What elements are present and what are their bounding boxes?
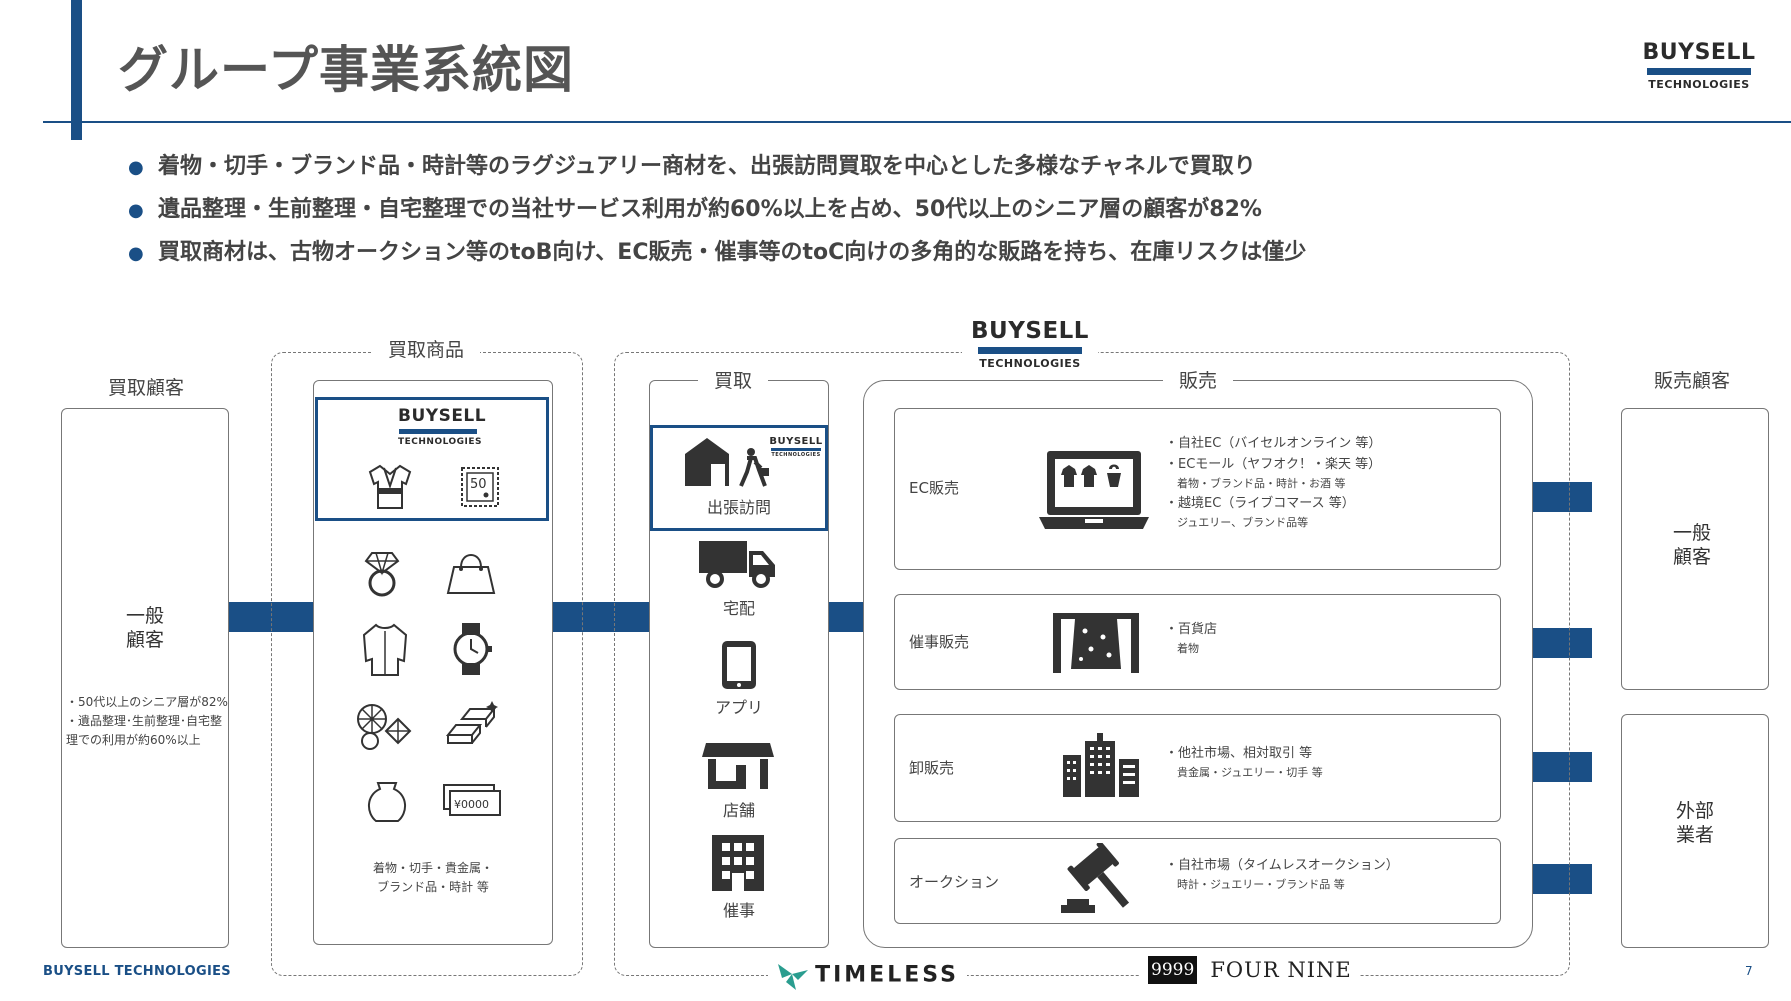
- fur-coat-icon: [360, 621, 410, 677]
- sales-row-auction: オークション ・自社市場（タイムレスオークション） 時計・ジュエリー・ブランド品…: [894, 838, 1501, 924]
- channel-store: 店舗: [722, 801, 755, 820]
- connector-products-purchase: [552, 602, 650, 632]
- handbag-icon: [444, 547, 498, 597]
- purchase-customer-notes: ・50代以上のシニア層が82% ・遺品整理･生前整理･自宅整 理での利用が約60…: [66, 695, 228, 747]
- header-rule: [43, 121, 1791, 123]
- sales-row-ec: EC販売 ・自社EC（バイセルオンライン 等） ・ECモール（ヤフオク！・楽天 …: [894, 408, 1501, 570]
- sales-row-wholesale: 卸販売 ・他社市場、相対取引 等 貴金属・ジュエリー・切手 等: [894, 714, 1501, 822]
- brand-line1: BUYSELL: [1642, 40, 1756, 65]
- gem-icon: [354, 701, 414, 751]
- sales-customer-general: 一般 顧客: [1672, 522, 1711, 568]
- sales-row-event: 催事販売 ・百貨店 着物: [894, 594, 1501, 690]
- gavel-icon: [1059, 843, 1143, 915]
- channel-delivery: 宅配: [722, 599, 755, 618]
- purchase-customers-label: 買取顧客: [92, 373, 201, 400]
- banknote-icon: ¥0000: [442, 783, 504, 819]
- sales-customers-general-box: 一般 顧客: [1621, 408, 1769, 690]
- truck-icon: [697, 537, 779, 589]
- sales-customers-external-box: 外部 業者: [1621, 714, 1769, 948]
- laptop-icon: [1039, 449, 1149, 531]
- store-icon: [700, 741, 776, 791]
- products-caption: 着物・切手・貴金属・ ブランド品・時計 等: [372, 861, 493, 894]
- purchase-box: BUYSELL TECHNOLOGIES 出張訪問 宅配 アプリ 店舗 催事: [649, 380, 829, 948]
- purchase-products-label: 買取商品: [372, 335, 481, 362]
- stamp-icon: 50: [458, 464, 502, 510]
- stage-icon: [1051, 609, 1141, 675]
- purchase-products-box: BUYSELL TECHNOLOGIES 50 ¥0000 着物・切手・貴金属・…: [313, 380, 553, 945]
- page-title: グループ事業系統図: [118, 41, 574, 99]
- fournine-logo: 9999 FOUR NINE: [1140, 956, 1360, 990]
- channel-app: アプリ: [714, 698, 763, 717]
- sales-row-name: オークション: [909, 873, 1000, 891]
- visit-brand-logo: BUYSELL TECHNOLOGIES: [769, 436, 823, 458]
- bullet-item: ●着物・切手・ブランド品・時計等のラグジュアリー商材を、出張訪問買取を中心とした…: [128, 154, 1256, 179]
- channel-event: 催事: [722, 901, 755, 920]
- sales-row-items: ・自社EC（バイセルオンライン 等） ・ECモール（ヤフオク！・楽天 等） 着物…: [1165, 436, 1382, 529]
- brand-logo: BUYSELL TECHNOLOGIES: [1640, 40, 1758, 91]
- sales-row-items: ・百貨店 着物: [1165, 622, 1218, 655]
- purchase-customers-box: 一般 顧客 ・50代以上のシニア層が82% ・遺品整理･生前整理･自宅整 理での…: [61, 408, 229, 948]
- bullet-item: ●遺品整理・生前整理・自宅整理での当社サービス利用が約60%以上を占め、50代以…: [128, 197, 1262, 222]
- buysell-frame-logo: BUYSELL TECHNOLOGIES: [962, 318, 1098, 370]
- visit-highlight: BUYSELL TECHNOLOGIES 出張訪問: [650, 425, 828, 531]
- brand-line2: TECHNOLOGIES: [1648, 78, 1750, 91]
- svg-text:¥0000: ¥0000: [454, 798, 489, 811]
- sales-customers-label: 販売顧客: [1638, 366, 1747, 393]
- fournine-mark: 9999: [1148, 956, 1198, 984]
- sales-row-name: EC販売: [909, 479, 959, 497]
- house-visit-icon: [681, 436, 781, 488]
- accent-bar: [71, 0, 82, 140]
- sales-row-name: 催事販売: [909, 633, 970, 651]
- connector-purchase-sales: [828, 602, 864, 632]
- office-buildings-icon: [1061, 733, 1141, 799]
- smartphone-icon: [720, 639, 758, 691]
- sales-row-items: ・他社市場、相対取引 等 貴金属・ジュエリー・切手 等: [1165, 746, 1323, 779]
- pottery-icon: [364, 779, 410, 823]
- ring-icon: [362, 549, 402, 597]
- page-number: 7: [1745, 964, 1753, 978]
- fournine-name: FOUR NINE: [1210, 958, 1352, 982]
- sales-label: 販売: [1163, 366, 1234, 393]
- timeless-name: TIMELESS: [815, 962, 959, 988]
- purchase-label: 買取: [698, 366, 769, 393]
- kimono-icon: [368, 464, 412, 510]
- channel-visit: 出張訪問: [706, 498, 771, 517]
- products-highlight: BUYSELL TECHNOLOGIES 50: [315, 397, 549, 521]
- svg-text:50: 50: [470, 477, 487, 492]
- products-brand-logo: BUYSELL TECHNOLOGIES: [398, 406, 487, 447]
- purchase-customer-name: 一般 顧客: [125, 605, 164, 651]
- building-icon: [710, 833, 766, 893]
- bullet-list: ●着物・切手・ブランド品・時計等のラグジュアリー商材を、出張訪問買取を中心とした…: [128, 145, 1306, 274]
- footer-brand: BUYSELL TECHNOLOGIES: [43, 964, 231, 979]
- timeless-mark-icon: [776, 958, 810, 992]
- timeless-logo: TIMELESS: [768, 958, 967, 992]
- gold-bar-icon: [442, 699, 502, 749]
- sales-row-name: 卸販売: [909, 759, 955, 777]
- bullet-item: ●買取商材は、古物オークション等のtoB向け、EC販売・催事等のtoC向けの多角…: [128, 240, 1307, 265]
- sales-row-items: ・自社市場（タイムレスオークション） 時計・ジュエリー・ブランド品 等: [1165, 858, 1399, 891]
- watch-icon: [446, 621, 496, 677]
- sales-customer-external: 外部 業者: [1675, 800, 1714, 846]
